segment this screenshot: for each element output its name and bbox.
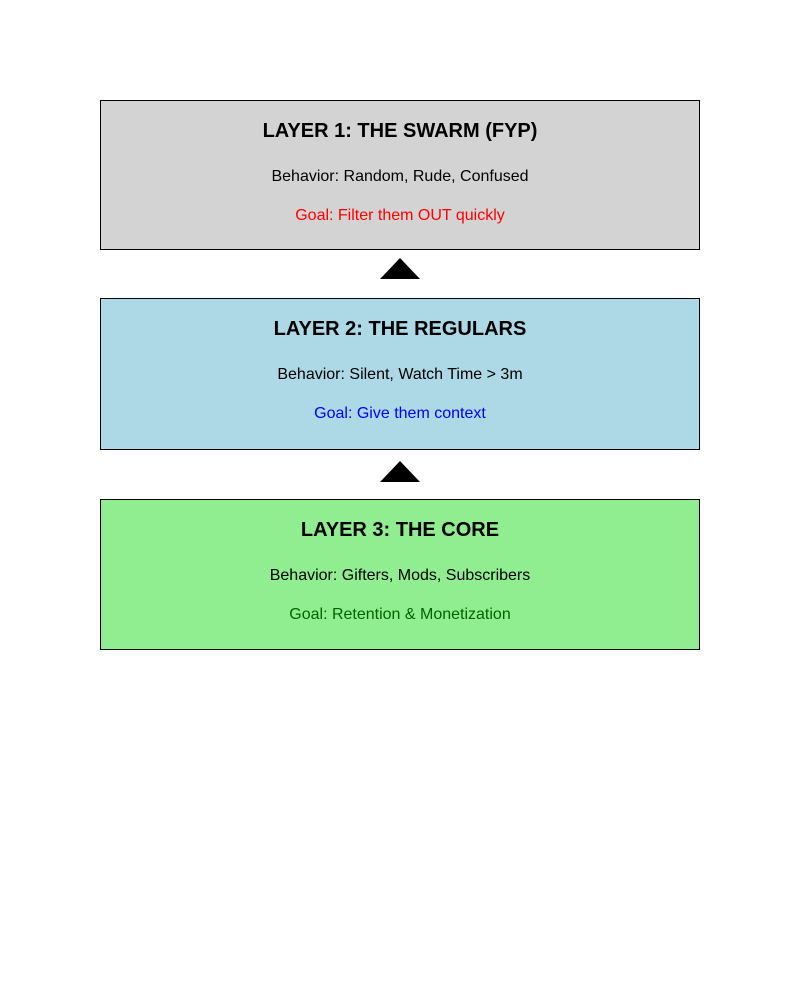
up-arrow-icon xyxy=(380,461,420,482)
layer-2-goal: Goal: Give them context xyxy=(314,405,486,422)
layer-1-title: LAYER 1: THE SWARM (FYP) xyxy=(262,120,538,142)
layer-2-box: LAYER 2: THE REGULARS Behavior: Silent, … xyxy=(100,298,700,450)
layer-3-box: LAYER 3: THE CORE Behavior: Gifters, Mod… xyxy=(100,499,700,650)
layer-1-behavior: Behavior: Random, Rude, Confused xyxy=(271,168,529,185)
layer-3-behavior: Behavior: Gifters, Mods, Subscribers xyxy=(269,567,531,584)
layer-1-box: LAYER 1: THE SWARM (FYP) Behavior: Rando… xyxy=(100,100,700,250)
layer-3-goal: Goal: Retention & Monetization xyxy=(289,606,511,623)
up-arrow-icon xyxy=(380,258,420,279)
layer-2-behavior: Behavior: Silent, Watch Time > 3m xyxy=(277,366,523,383)
layer-1-goal: Goal: Filter them OUT quickly xyxy=(295,207,505,224)
layer-3-title: LAYER 3: THE CORE xyxy=(300,519,500,541)
layer-2-title: LAYER 2: THE REGULARS xyxy=(273,318,527,340)
